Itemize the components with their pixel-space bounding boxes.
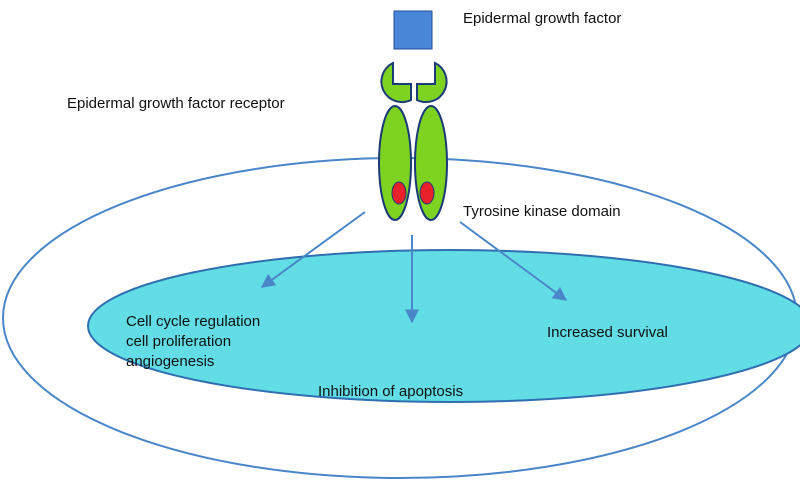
arrow-to-survival — [459, 221, 568, 301]
receptor-left-stalk — [378, 105, 412, 221]
receptor-label: Epidermal growth factor receptor — [67, 95, 285, 112]
nucleus — [87, 249, 800, 403]
outcome-proliferation-label: cell proliferation — [126, 333, 231, 350]
receptor-right-head — [416, 61, 448, 104]
outcome-apoptosis-label: Inhibition of apoptosis — [318, 383, 463, 400]
egf-ligand — [393, 10, 433, 50]
kinase-domain-left — [391, 181, 407, 205]
outcome-survival-label: Increased survival — [547, 324, 668, 341]
kinase-domain-right — [419, 181, 435, 205]
ligand-label: Epidermal growth factor — [463, 10, 621, 27]
outcome-cell-cycle-label: Cell cycle regulation — [126, 313, 260, 330]
kinase-domain-label: Tyrosine kinase domain — [463, 203, 621, 220]
arrow-to-cell-cycle — [260, 211, 366, 288]
receptor-right-stalk — [414, 105, 448, 221]
receptor-left-head — [380, 61, 412, 104]
outcome-angiogenesis-label: angiogenesis — [126, 353, 214, 370]
